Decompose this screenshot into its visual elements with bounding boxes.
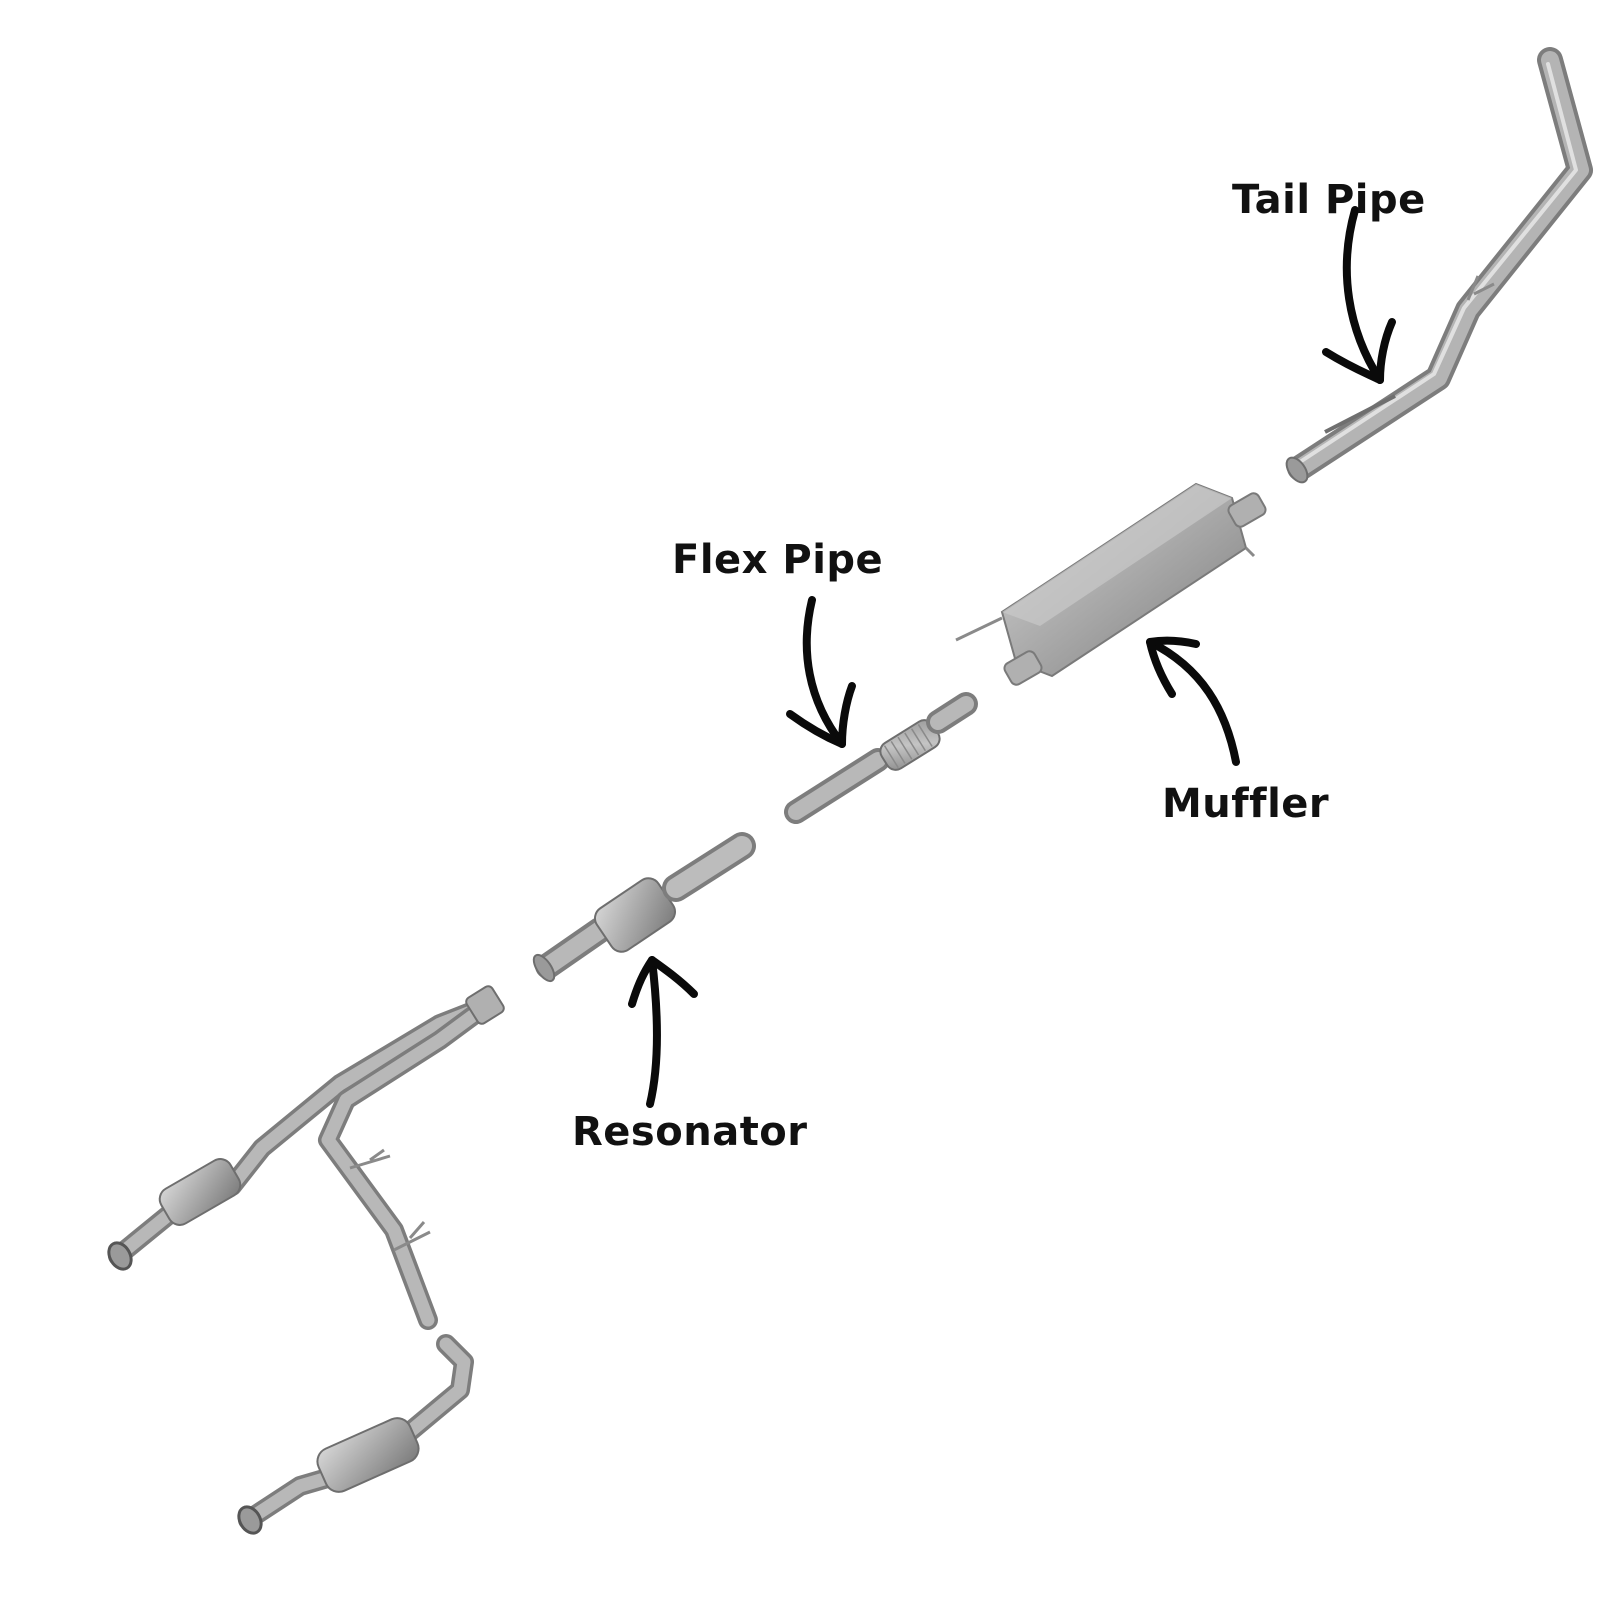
muffler-label: Muffler (1162, 781, 1330, 827)
tail-pipe-label: Tail Pipe (1232, 177, 1426, 223)
muffler-part (955, 482, 1267, 686)
lower-catalytic-converter-part (237, 1334, 474, 1535)
resonator-arrow (628, 956, 698, 1108)
tail-pipe-arrow (1322, 206, 1396, 384)
resonator-label: Resonator (572, 1109, 808, 1155)
resonator-part (532, 832, 756, 983)
flex-pipe-arrow (786, 596, 856, 748)
flex-pipe-label: Flex Pipe (672, 537, 884, 583)
muffler-arrow (1146, 636, 1240, 766)
tail-pipe-part (1285, 47, 1593, 484)
y-pipe-part (107, 985, 505, 1330)
flex-pipe-part (784, 692, 978, 824)
